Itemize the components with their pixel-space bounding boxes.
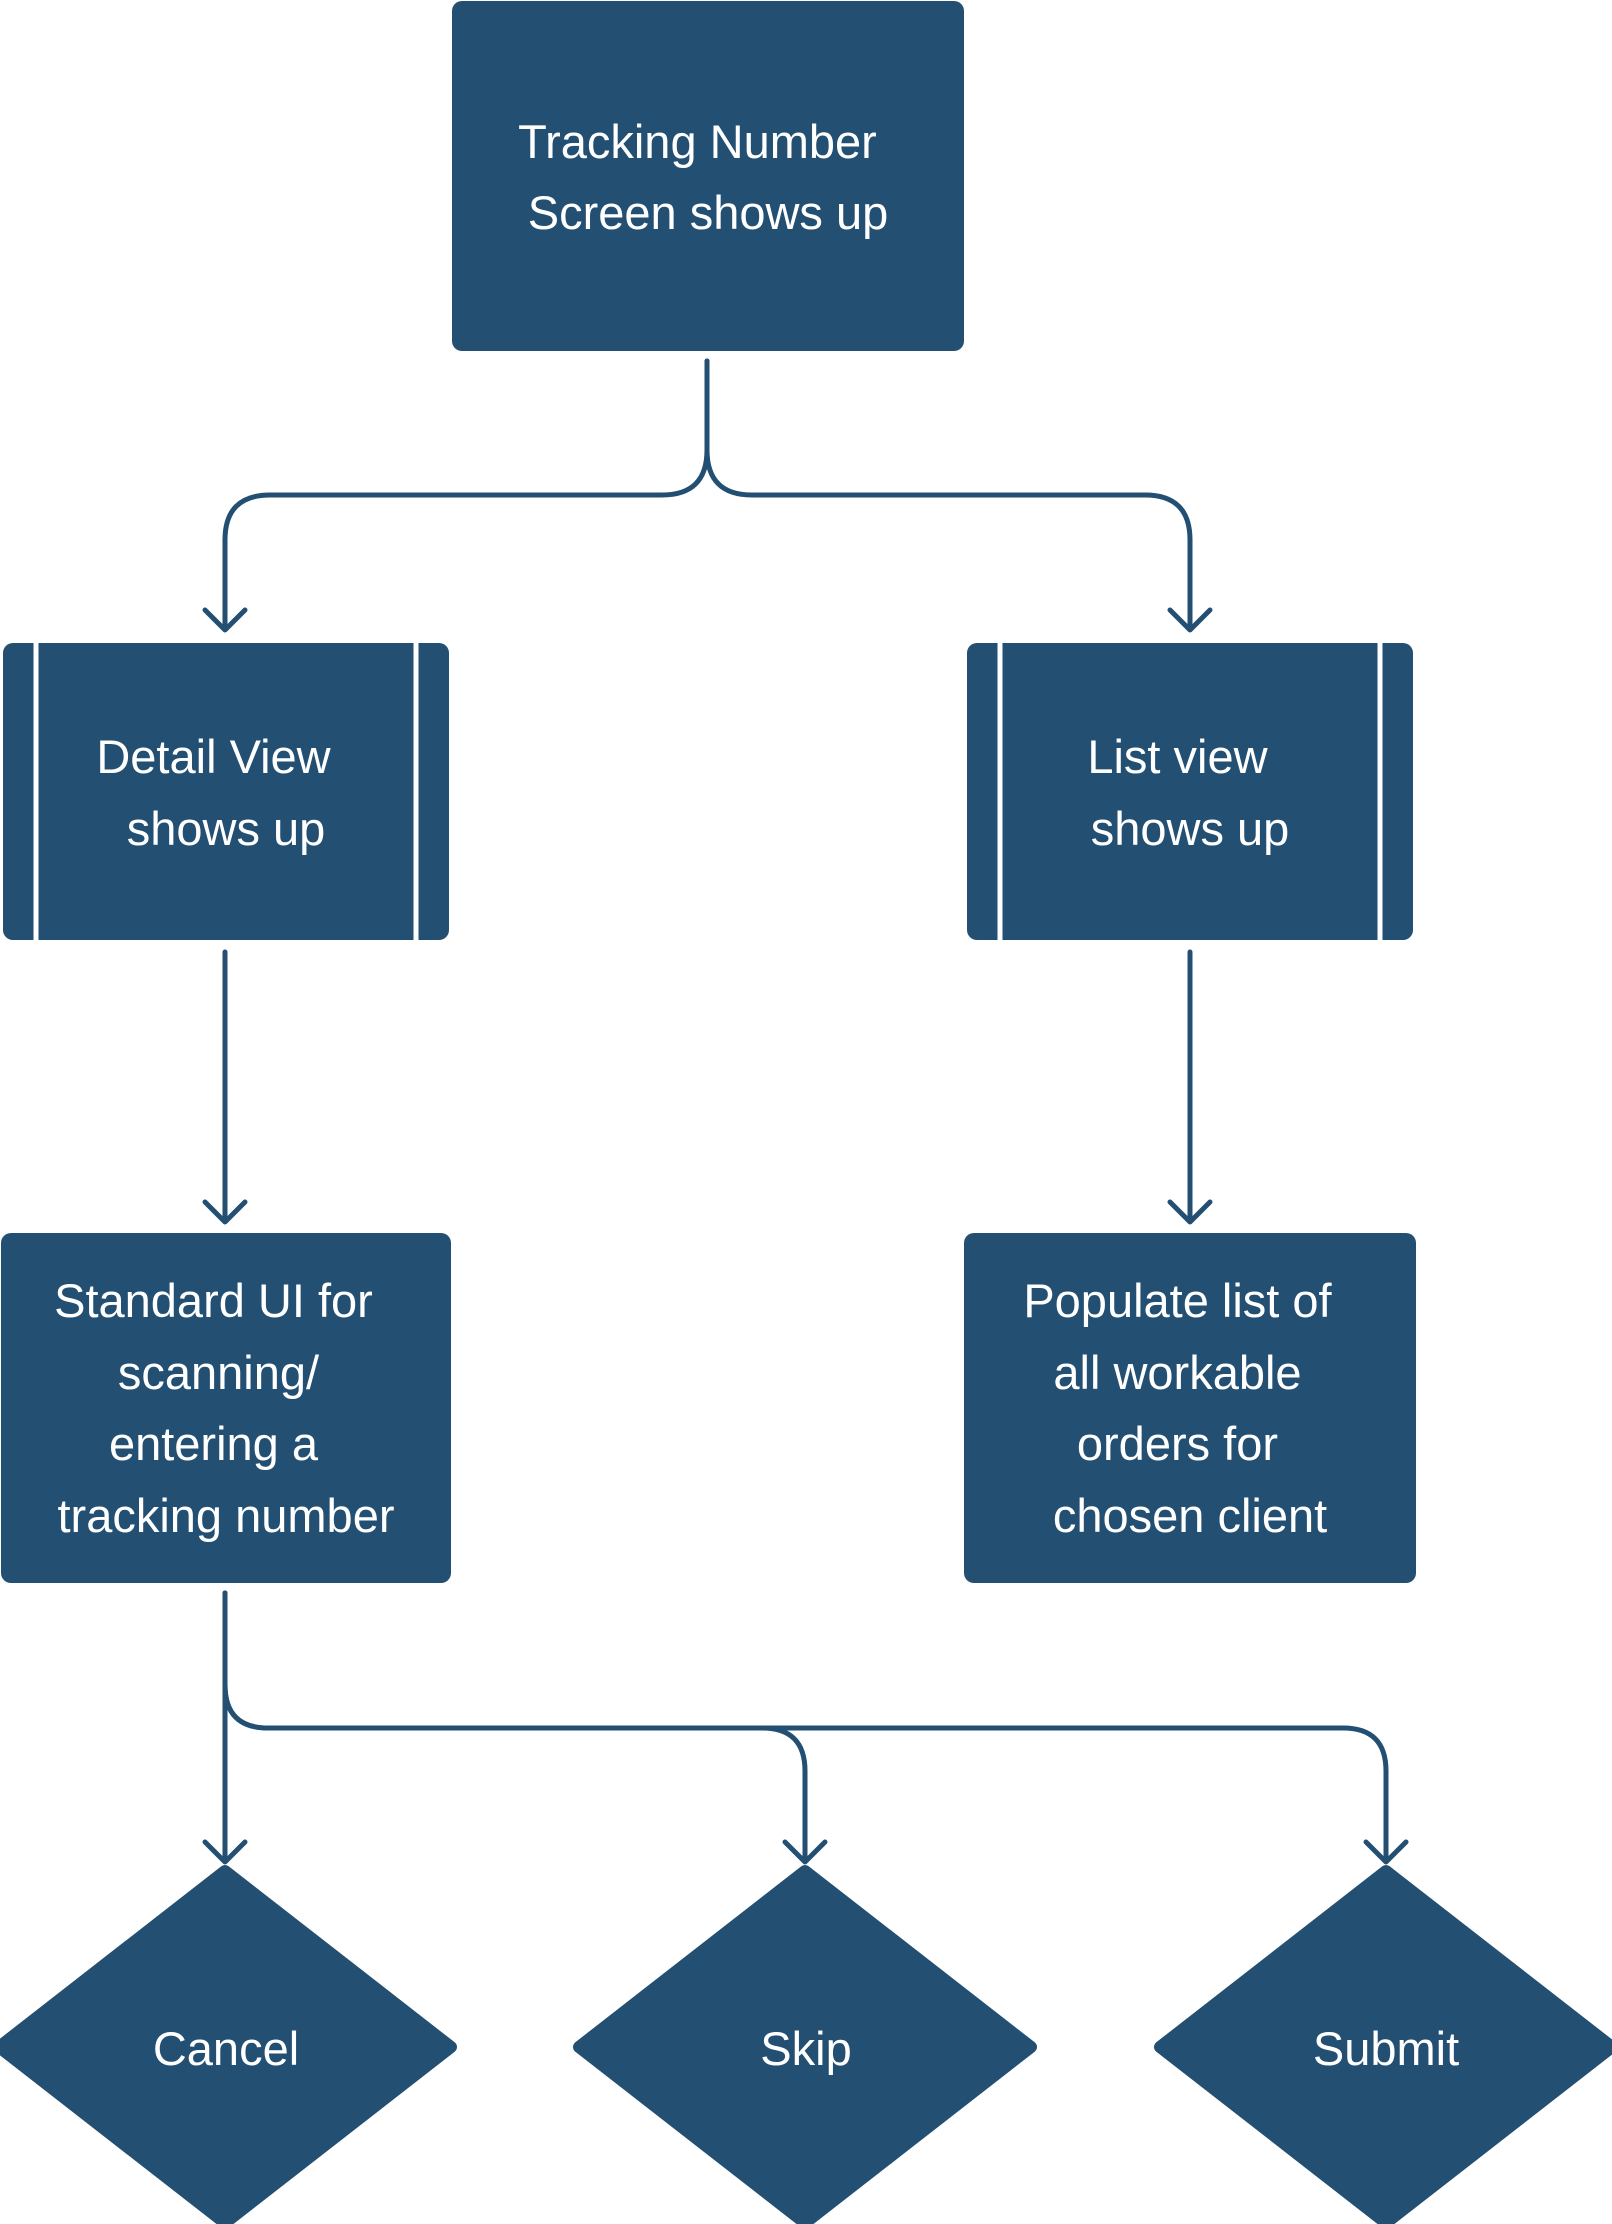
node-submit-label: Submit — [1313, 2022, 1459, 2075]
node-populate-list: Populate list of all workable orders for… — [964, 1233, 1416, 1583]
node-cancel: Cancel — [0, 1865, 457, 2224]
arrowhead-populate — [1167, 1199, 1213, 1225]
arrowhead-cancel — [202, 1839, 248, 1865]
node-skip: Skip — [573, 1865, 1037, 2224]
edge-tracking-to-detail — [222, 358, 710, 631]
node-detail-view: Detail View shows up — [3, 643, 449, 940]
node-skip-label: Skip — [760, 2022, 851, 2075]
node-standard-ui: Standard UI for scanning/ entering a tra… — [1, 1233, 451, 1583]
arrowhead-skip — [782, 1839, 828, 1865]
node-standard-ui-line-1: Standard UI for — [54, 1274, 373, 1327]
node-tracking-screen: Tracking Number Screen shows up — [452, 1, 964, 351]
svg-text:List view shows up: List view shows up — [1087, 730, 1289, 855]
node-standard-ui-line-4: tracking number — [58, 1489, 395, 1542]
node-detail-view-line-2: shows up — [127, 802, 326, 855]
node-list-view-line-1: List view — [1087, 730, 1268, 783]
node-populate-list-line-1: Populate list of — [1023, 1274, 1332, 1327]
node-standard-ui-line-3: entering a — [109, 1417, 319, 1470]
arrowhead-detail — [202, 607, 248, 633]
svg-text:Detail View shows up: Detail View shows up — [96, 730, 343, 855]
edge-standard-ui-to-submit — [222, 1590, 1389, 1863]
node-populate-list-line-3: orders for — [1077, 1417, 1278, 1470]
arrowhead-submit — [1363, 1839, 1409, 1865]
node-populate-list-line-2: all workable — [1053, 1346, 1301, 1399]
node-submit: Submit — [1154, 1865, 1612, 2224]
edge-tracking-to-list — [704, 358, 1193, 631]
svg-text:Populate list of all w: Populate list of all workable orders for… — [1023, 1274, 1344, 1542]
node-tracking-screen-line-2: Screen shows up — [528, 186, 889, 239]
svg-text:Standard UI for scanni: Standard UI for scanning/ entering a tra… — [54, 1274, 394, 1542]
node-cancel-label: Cancel — [153, 2022, 299, 2075]
node-list-view: List view shows up — [967, 643, 1413, 940]
node-tracking-screen-line-1: Tracking Number — [518, 115, 877, 168]
node-standard-ui-line-2: scanning/ — [118, 1346, 320, 1399]
arrowhead-list — [1167, 607, 1213, 633]
node-populate-list-line-4: chosen client — [1053, 1489, 1327, 1542]
node-detail-view-line-1: Detail View — [96, 730, 331, 783]
arrowhead-standard-ui — [202, 1199, 248, 1225]
svg-text:Tracking Number Screen: Tracking Number Screen shows up — [518, 115, 890, 239]
node-list-view-line-2: shows up — [1091, 802, 1290, 855]
